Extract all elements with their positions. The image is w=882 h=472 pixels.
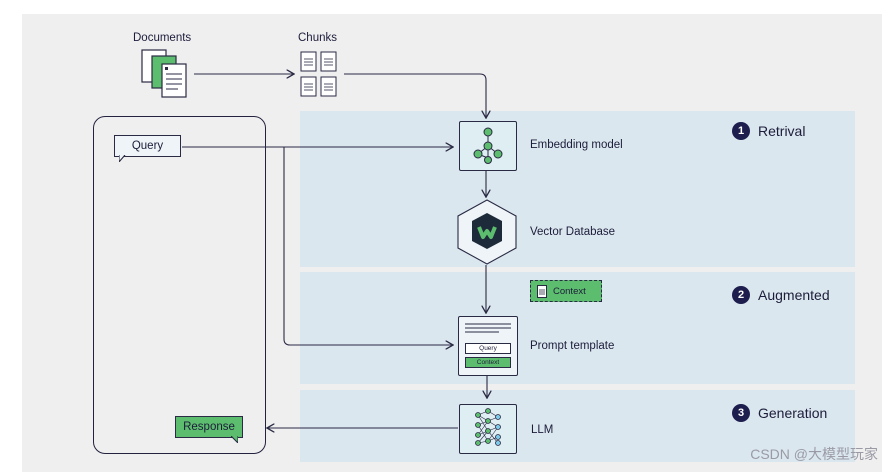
llm-label: LLM [531, 424, 554, 436]
response-bubble: Response [175, 416, 243, 443]
documents-icon [138, 48, 188, 100]
prompt-template-node: Query Context [458, 316, 518, 376]
documents-label: Documents [133, 32, 192, 44]
network-graph-icon [473, 127, 503, 164]
prompt-template-label: Prompt template [530, 340, 615, 352]
query-label: Query [131, 140, 164, 152]
embedding-model-node [459, 121, 517, 171]
bubble-tail-icon [119, 155, 126, 162]
text-lines-icon [465, 323, 511, 333]
vector-database-node [457, 199, 517, 265]
template-context-slot: Context [465, 357, 511, 368]
watermark: CSDN @大模型玩家 [750, 446, 878, 462]
llm-node [459, 404, 517, 454]
retrieval-band [300, 111, 855, 267]
stage-label: Generation [758, 405, 828, 421]
embedding-model-label: Embedding model [530, 139, 623, 151]
response-label: Response [183, 421, 235, 433]
chunks-label: Chunks [298, 32, 337, 44]
stage-retrieval: 1 Retrival [732, 122, 805, 140]
neural-network-icon [475, 408, 501, 446]
vector-database-label: Vector Database [530, 226, 616, 238]
query-bubble: Query [114, 135, 181, 162]
document-icon [537, 284, 547, 298]
stage-augmented: 2 Augmented [732, 286, 830, 304]
chunks-icon [299, 50, 339, 98]
template-query-slot: Query [465, 343, 511, 354]
context-label: Context [553, 285, 586, 297]
context-chip: Context [530, 280, 602, 302]
bubble-tail-icon [231, 436, 238, 443]
client-panel [93, 116, 266, 454]
stage-number-badge: 1 [732, 122, 750, 140]
stage-label: Augmented [758, 287, 830, 303]
stage-generation: 3 Generation [732, 404, 827, 422]
stage-number-badge: 3 [732, 404, 750, 422]
stage-number-badge: 2 [732, 286, 750, 304]
stage-label: Retrival [758, 123, 806, 139]
database-logo-icon [477, 226, 497, 239]
generation-band [300, 390, 855, 462]
